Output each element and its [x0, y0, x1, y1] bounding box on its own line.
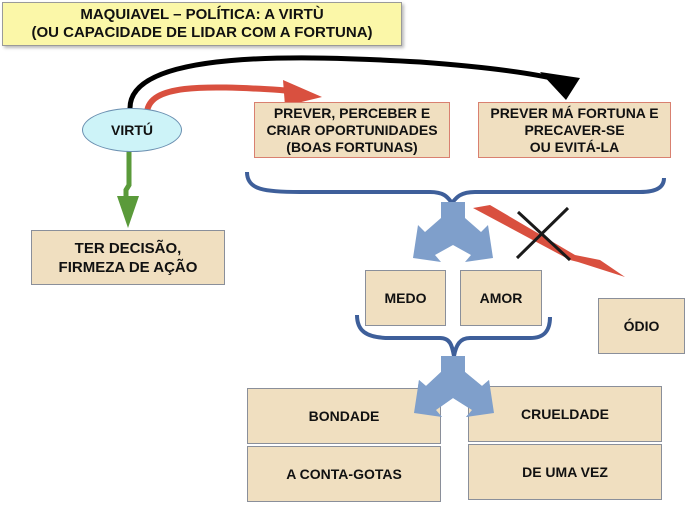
node-uma-vez: DE UMA VEZ — [468, 444, 662, 500]
ma-fortuna-line-1: PREVER MÁ FORTUNA E — [490, 104, 659, 121]
node-bondade: BONDADE — [247, 388, 441, 444]
node-medo: MEDO — [365, 270, 446, 326]
node-odio: ÓDIO — [598, 298, 685, 354]
green-arrow-to-decisao — [123, 150, 132, 200]
node-ma-fortuna: PREVER MÁ FORTUNA E PRECAVER-SE OU EVITÁ… — [478, 102, 671, 158]
title-line-1: MAQUIAVEL – POLÍTICA: A VIRTÙ — [80, 6, 324, 23]
node-decisao: TER DECISÃO, FIRMEZA DE AÇÃO — [31, 230, 225, 285]
node-oportunidades: PREVER, PERCEBER E CRIAR OPORTUNIDADES (… — [254, 102, 450, 158]
node-odio-label: ÓDIO — [623, 317, 660, 334]
ma-fortuna-line-2: PRECAVER-SE — [524, 121, 625, 138]
green-arrowhead-icon — [117, 196, 139, 228]
red-arrow-to-oportunidades — [144, 84, 301, 113]
black-arrow-to-ma-fortuna — [127, 55, 561, 109]
node-crueldade-label: CRUELDADE — [521, 405, 609, 422]
cross-mark-icon-2 — [516, 210, 572, 262]
node-uma-vez-label: DE UMA VEZ — [522, 463, 608, 480]
node-virtu: VIRTÚ — [82, 108, 182, 152]
split-arrow-upper-icon — [413, 202, 493, 262]
node-conta-gotas: A CONTA-GOTAS — [247, 446, 441, 502]
title-line-2: (OU CAPACIDADE DE LIDAR COM A FORTUNA) — [31, 24, 373, 41]
red-arrowhead-icon — [283, 80, 322, 106]
node-amor-label: AMOR — [479, 289, 523, 306]
black-arrowhead-icon — [540, 72, 580, 100]
oportunidades-line-3: (BOAS FORTUNAS) — [286, 138, 418, 155]
node-medo-label: MEDO — [384, 289, 427, 306]
diagram-title: MAQUIAVEL – POLÍTICA: A VIRTÙ (OU CAPACI… — [2, 2, 402, 46]
node-bondade-label: BONDADE — [308, 407, 380, 424]
node-crueldade: CRUELDADE — [468, 386, 662, 442]
node-virtu-label: VIRTÚ — [111, 121, 153, 138]
oportunidades-line-1: PREVER, PERCEBER E — [273, 104, 431, 121]
decisao-line-2: FIRMEZA DE AÇÃO — [58, 258, 198, 276]
ma-fortuna-line-3: OU EVITÁ-LA — [529, 138, 620, 155]
oportunidades-line-2: CRIAR OPORTUNIDADES — [266, 121, 438, 138]
upper-brace — [245, 171, 666, 207]
decisao-line-1: TER DECISÃO, — [74, 239, 182, 257]
node-amor: AMOR — [460, 270, 542, 326]
node-conta-gotas-label: A CONTA-GOTAS — [286, 465, 402, 482]
